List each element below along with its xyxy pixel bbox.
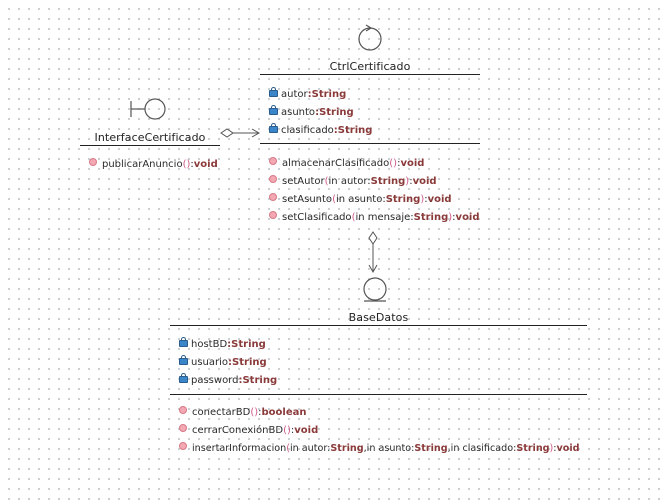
boundary-icon — [130, 98, 166, 120]
method-dot-icon — [89, 158, 97, 166]
method-dot-icon — [179, 406, 187, 414]
attributes-divider — [260, 143, 480, 144]
method-row[interactable]: insertarInformacion(in autor:String,in a… — [179, 442, 580, 455]
header-divider — [170, 325, 587, 326]
lock-icon — [269, 123, 278, 133]
method-row[interactable]: publicarAnuncio():void — [89, 158, 218, 171]
class-interface-certificado[interactable]: InterfaceCertificado publicarAnuncio():v… — [80, 129, 220, 177]
lock-icon — [179, 337, 188, 347]
lock-icon — [179, 355, 188, 365]
lock-icon — [179, 373, 188, 383]
attribute-row[interactable]: autor:String — [269, 87, 346, 101]
method-row[interactable]: setAsunto(in asunto:String):void — [269, 193, 452, 206]
header-divider — [80, 145, 220, 146]
method-dot-icon — [179, 442, 187, 450]
attribute-row[interactable]: clasificado:String — [269, 123, 372, 137]
aggregation-ctrl-bd — [368, 231, 378, 274]
lock-icon — [269, 105, 278, 115]
lock-icon — [269, 87, 278, 97]
method-dot-icon — [269, 193, 277, 201]
entity-icon — [363, 277, 387, 302]
class-base-datos[interactable]: BaseDatos hostBD:String usuario:String p… — [170, 309, 587, 464]
method-dot-icon — [269, 211, 277, 219]
control-icon — [358, 24, 382, 51]
class-ctrl-certificado[interactable]: CtrlCertificado autor:String asunto:Stri… — [260, 58, 480, 228]
class-title: CtrlCertificado — [329, 60, 411, 73]
attributes-divider — [170, 394, 587, 395]
aggregation-iface-ctrl — [220, 128, 261, 138]
method-row[interactable]: conectarBD():boolean — [179, 406, 307, 419]
attribute-row[interactable]: password:String — [179, 373, 277, 387]
header-divider — [260, 74, 480, 75]
method-row[interactable]: setAutor(in autor:String):void — [269, 175, 437, 188]
method-row[interactable]: setClasificado(in mensaje:String):void — [269, 211, 480, 224]
attribute-row[interactable]: asunto:String — [269, 105, 354, 119]
class-title: BaseDatos — [348, 311, 409, 324]
method-row[interactable]: almacenarClasificado():void — [269, 157, 424, 170]
method-dot-icon — [269, 157, 277, 165]
attribute-row[interactable]: hostBD:String — [179, 337, 266, 351]
attribute-row[interactable]: usuario:String — [179, 355, 267, 369]
method-dot-icon — [269, 175, 277, 183]
method-row[interactable]: cerrarConexiónBD():void — [179, 424, 318, 437]
class-title: InterfaceCertificado — [94, 131, 206, 144]
method-dot-icon — [179, 424, 187, 432]
